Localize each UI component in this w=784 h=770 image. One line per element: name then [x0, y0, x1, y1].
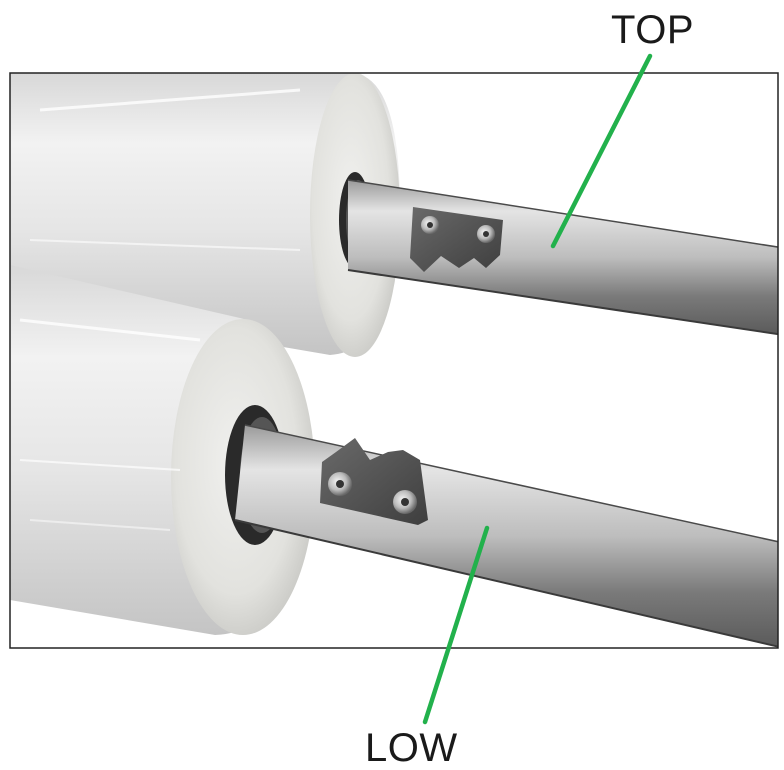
photo-frame	[9, 72, 779, 649]
top-leader-line	[550, 53, 653, 249]
low-leader-line	[422, 525, 490, 725]
low-bracket	[320, 438, 428, 525]
callout-label-low: LOW	[365, 726, 458, 770]
photo	[10, 73, 778, 648]
top-bracket	[410, 207, 503, 272]
top-shaft	[347, 179, 778, 336]
low-shaft	[234, 424, 778, 648]
callout-label-top: TOP	[611, 8, 695, 52]
